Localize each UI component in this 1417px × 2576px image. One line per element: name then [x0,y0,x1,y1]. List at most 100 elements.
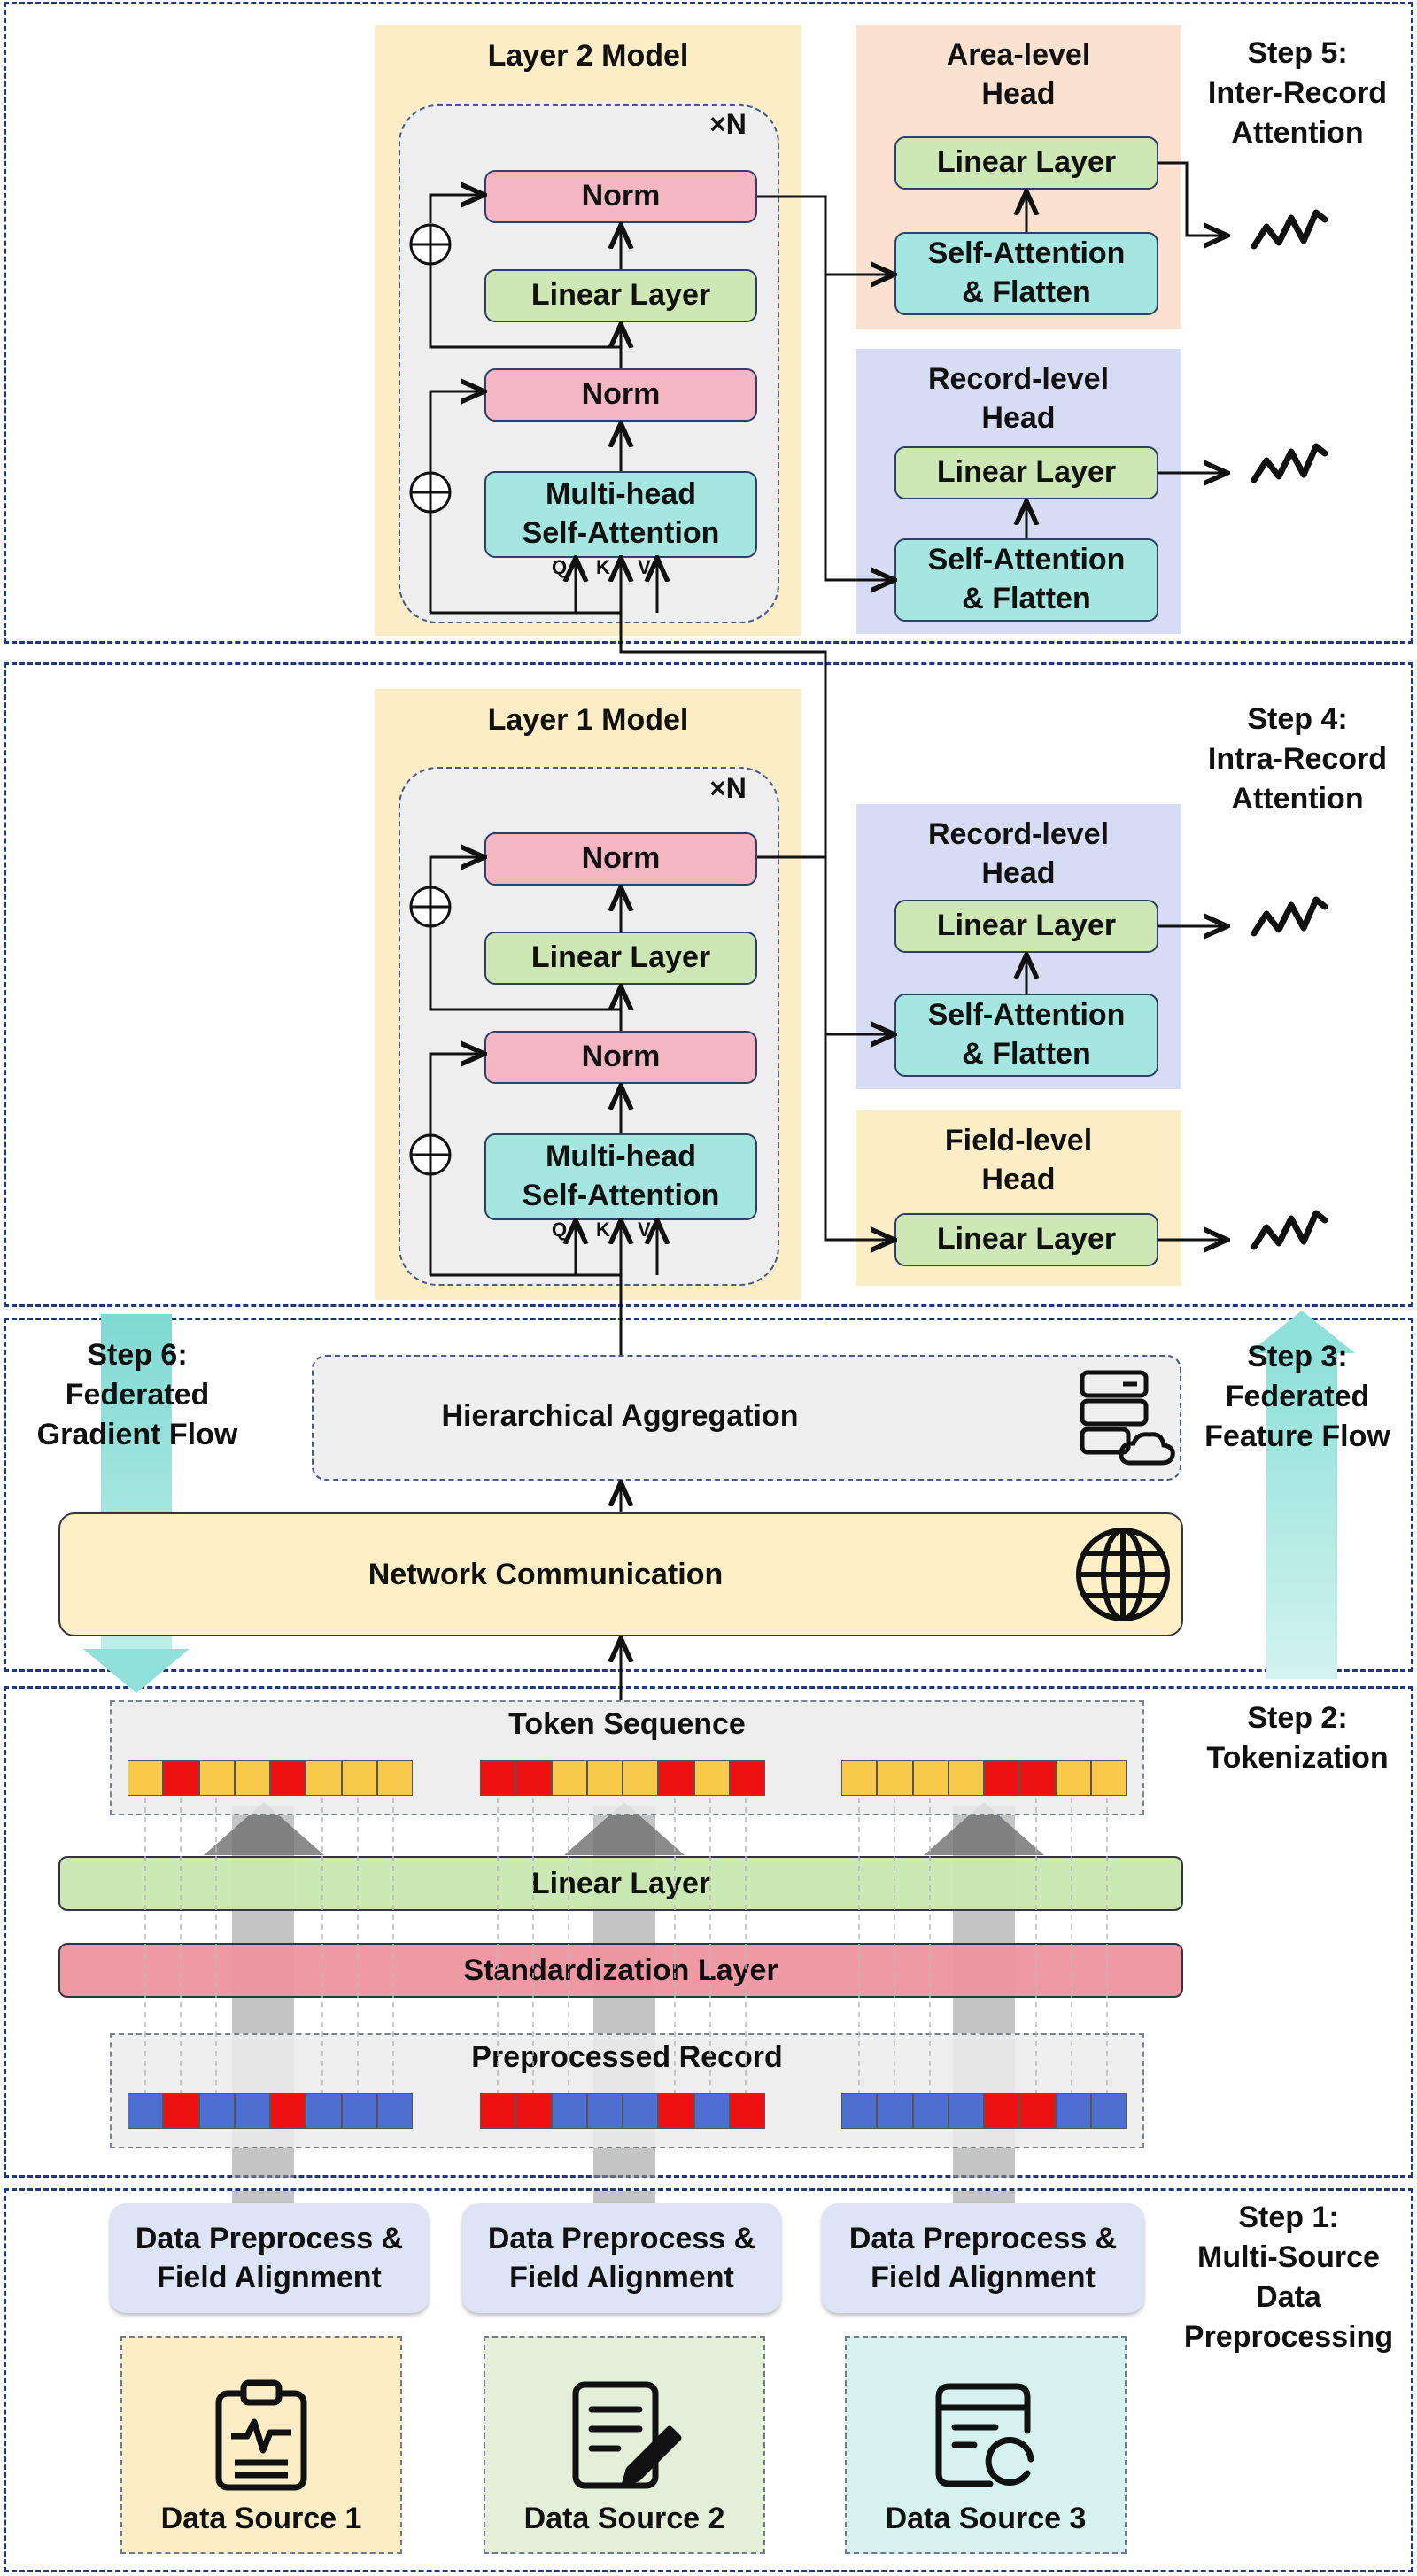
record-cell [1019,2093,1056,2129]
token-cell [341,1760,377,1796]
record-cell [623,2093,659,2129]
record-cell [912,2093,949,2129]
feature-flow-arrow [1266,1351,1337,1679]
hierarchical-aggregation-box [312,1355,1181,1481]
token-sequence-label: Token Sequence [508,1707,746,1741]
globe-icon [1070,1521,1176,1628]
preprocessed-record-label: Preprocessed Record [471,2040,783,2074]
layer1-k-label: K [596,1218,610,1241]
record-head-1-title: Record-level Head [927,817,1110,891]
record-cell [984,2093,1020,2129]
token-cell [128,1760,164,1796]
step5-label: Step 5: Inter-Record Attention [1207,36,1388,150]
record-cell [551,2093,587,2129]
layer2-repeat-label: ×N [709,108,747,140]
record-head-2-linear-layer: Linear Layer [894,446,1158,499]
token-cell [515,1760,552,1796]
document-pen-icon [572,2381,682,2489]
data-source-3-panel: Data Source 3 [845,2336,1127,2554]
hierarchical-aggregation-label: Hierarchical Aggregation [441,1399,799,1433]
step1-label: Step 1: Multi-Source Data Preprocessing [1183,2201,1394,2354]
layer2-v-label: V [638,556,651,578]
record-cell [693,2093,730,2129]
layer2-norm-bottom: Norm [484,368,757,422]
cloud-server-icon [1072,1365,1178,1472]
step3-label: Step 3: Federated Feature Flow [1204,1340,1390,1453]
record-cell [163,2093,199,2129]
layer1-linear-layer: Linear Layer [484,932,757,985]
layer1-title: Layer 1 Model [487,703,689,737]
token-cell [270,1760,306,1796]
section-preprocessing [4,2188,1413,2572]
record-head-2-self-attention: Self-Attention & Flatten [894,538,1158,622]
record-cell [270,2093,306,2129]
data-source-3-label: Data Source 3 [885,2502,1087,2535]
layer2-linear-layer: Linear Layer [484,269,757,322]
record-cell [515,2093,552,2129]
record-cell [841,2093,878,2129]
clipboard-icon [215,2379,307,2491]
token-cell [586,1760,623,1796]
layer2-multihead-attention: Multi-head Self-Attention [484,471,757,558]
preprocess-box-3: Data Preprocess & Field Alignment [822,2203,1144,2313]
feature-flow-arrowhead [1249,1311,1355,1353]
section-federated [4,1318,1413,1672]
linear-layer-bar: Linear Layer [58,1856,1183,1911]
token-sequence-panel [110,1700,1144,1815]
preprocess-box-2: Data Preprocess & Field Alignment [462,2203,781,2313]
data-source-1-panel: Data Source 1 [120,2336,402,2554]
network-communication-bar: Network Communication [58,1512,1183,1636]
field-head-linear-layer: Linear Layer [894,1213,1158,1266]
standardization-layer-bar: Standardization Layer [58,1943,1183,1998]
area-head-linear-layer: Linear Layer [894,136,1158,190]
layer1-q-label: Q [552,1218,568,1241]
section-tokenization [4,1686,1413,2178]
record-cell [1090,2093,1127,2129]
layer1-repeat-label: ×N [709,772,747,804]
record-cell [306,2093,342,2129]
layer1-norm-bottom: Norm [484,1031,757,1084]
preprocess-box-1: Data Preprocess & Field Alignment [110,2203,429,2313]
area-head-self-attention: Self-Attention & Flatten [894,232,1158,315]
step6-label: Step 6: Federated Gradient Flow [36,1338,238,1451]
token-cell [234,1760,270,1796]
record-cell [1055,2093,1091,2129]
token-cell [948,1760,984,1796]
layer2-title: Layer 2 Model [487,39,689,73]
token-cell [1055,1760,1091,1796]
record-group-1 [128,2093,413,2129]
token-group-1 [128,1760,413,1796]
token-group-3 [841,1760,1127,1796]
record-cell [376,2093,413,2129]
token-cell [623,1760,659,1796]
area-head-title: Area-level Head [946,38,1091,112]
layer2-k-label: K [596,556,610,578]
record-cell [948,2093,984,2129]
data-source-2-label: Data Source 2 [523,2502,725,2535]
token-group-2 [480,1760,765,1796]
token-cell [877,1760,913,1796]
token-cell [163,1760,199,1796]
token-cell [551,1760,587,1796]
layer2-norm-top: Norm [484,170,757,223]
step4-label: Step 4: Intra-Record Attention [1207,702,1388,816]
record-cell [658,2093,694,2129]
layer1-multihead-attention: Multi-head Self-Attention [484,1133,757,1220]
token-cell [198,1760,235,1796]
step2-label: Step 2: Tokenization [1206,1701,1389,1775]
network-communication-label: Network Communication [368,1557,724,1591]
record-head-1-linear-layer: Linear Layer [894,900,1158,953]
token-cell [480,1760,516,1796]
token-cell [376,1760,413,1796]
record-cell [480,2093,516,2129]
layer2-q-label: Q [552,556,568,578]
token-cell [841,1760,878,1796]
data-source-2-panel: Data Source 2 [484,2336,765,2554]
token-cell [912,1760,949,1796]
token-cell [693,1760,730,1796]
record-cell [234,2093,270,2129]
record-cell [198,2093,235,2129]
token-cell [984,1760,1020,1796]
record-cell [128,2093,164,2129]
record-head-1-self-attention: Self-Attention & Flatten [894,994,1158,1077]
